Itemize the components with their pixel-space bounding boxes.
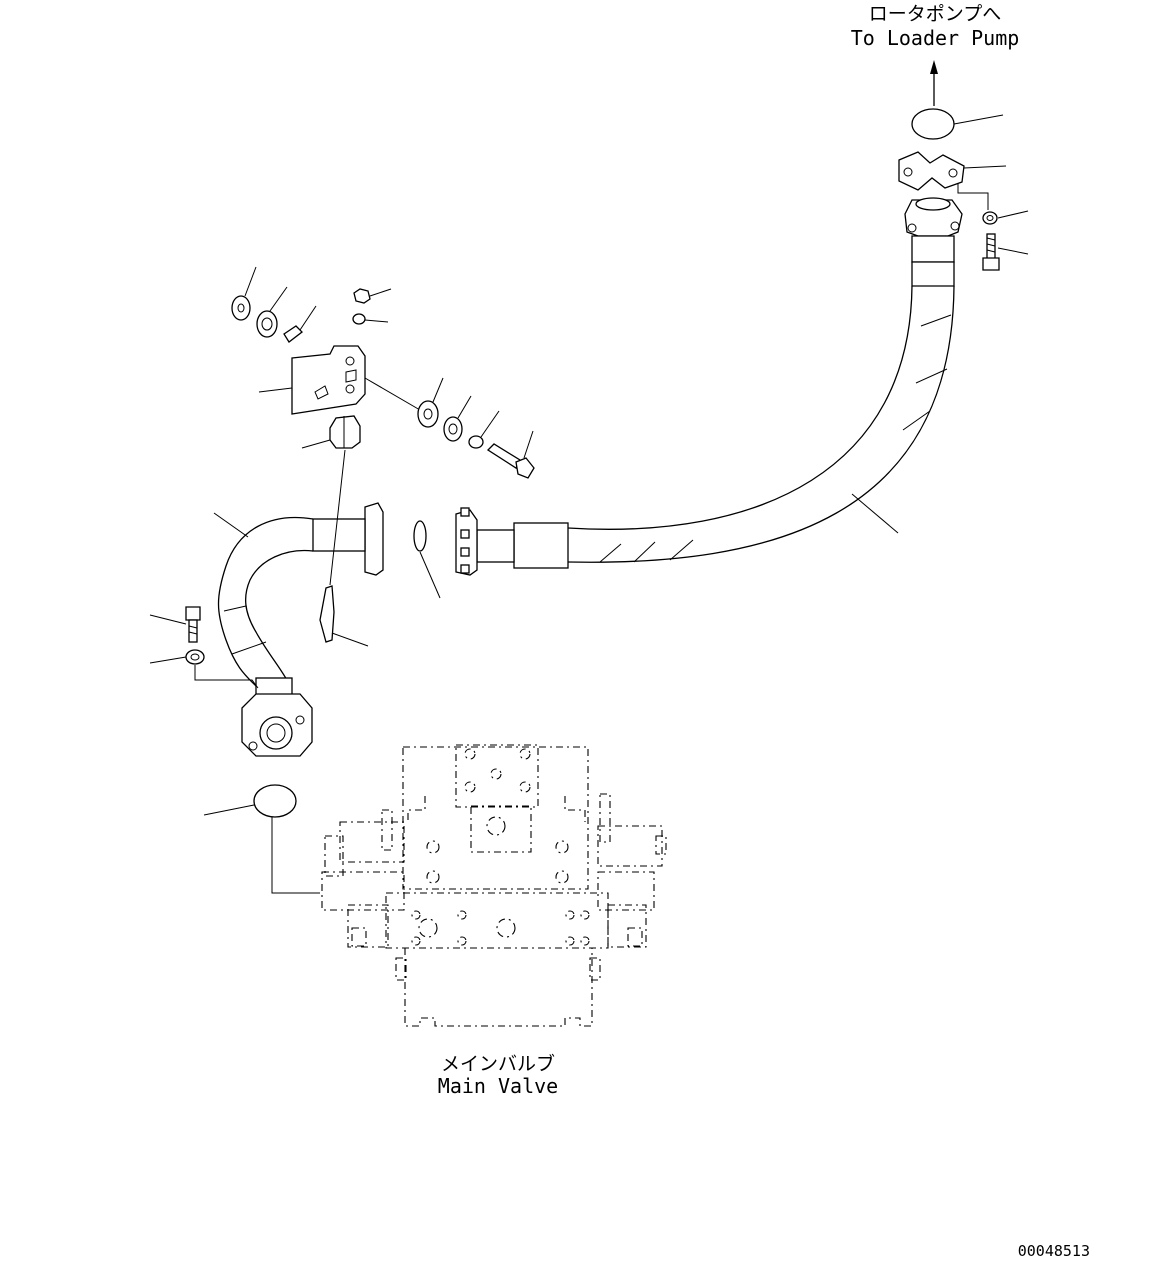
tube-fitting-joint [312, 502, 384, 576]
clamp-strap [319, 585, 369, 647]
leader-clamp [329, 449, 346, 586]
collar [283, 305, 317, 343]
steel-tube [213, 512, 314, 687]
nut-top [353, 288, 392, 304]
tube-flange-bottom [241, 677, 313, 757]
bolt-right-top [982, 233, 1029, 271]
bolt-left [149, 606, 201, 643]
spacer-1 [256, 286, 288, 338]
main-valve-label-en: Main Valve [438, 1074, 558, 1098]
washer-1 [231, 266, 257, 321]
o-ring-middle [413, 520, 441, 599]
o-ring-top [911, 108, 1004, 140]
split-flange-top [898, 151, 1007, 191]
bracket [258, 345, 421, 415]
leader-flange-bolts [957, 184, 989, 210]
washer-left [149, 649, 259, 689]
bolt-bracket [486, 430, 535, 479]
hose-fitting-top [904, 197, 963, 287]
washer-3 [468, 410, 500, 449]
flow-arrow [930, 60, 938, 106]
washer-small [352, 313, 389, 325]
main-valve-label-jp: メインバルブ [441, 1052, 555, 1075]
washer-2 [417, 377, 444, 428]
hose-fitting-joint [455, 507, 569, 576]
o-ring-bottom [203, 784, 320, 894]
main-valve [321, 744, 667, 1027]
drawing-number: 00048513 [1018, 1242, 1090, 1260]
spacer-2 [443, 395, 472, 442]
to-pump-label-en: To Loader Pump [851, 26, 1020, 50]
clamp-block [301, 415, 361, 449]
washer-right-top [982, 210, 1029, 225]
hose-long [567, 285, 955, 563]
to-pump-label-jp: ロータポンプへ [869, 3, 1001, 25]
